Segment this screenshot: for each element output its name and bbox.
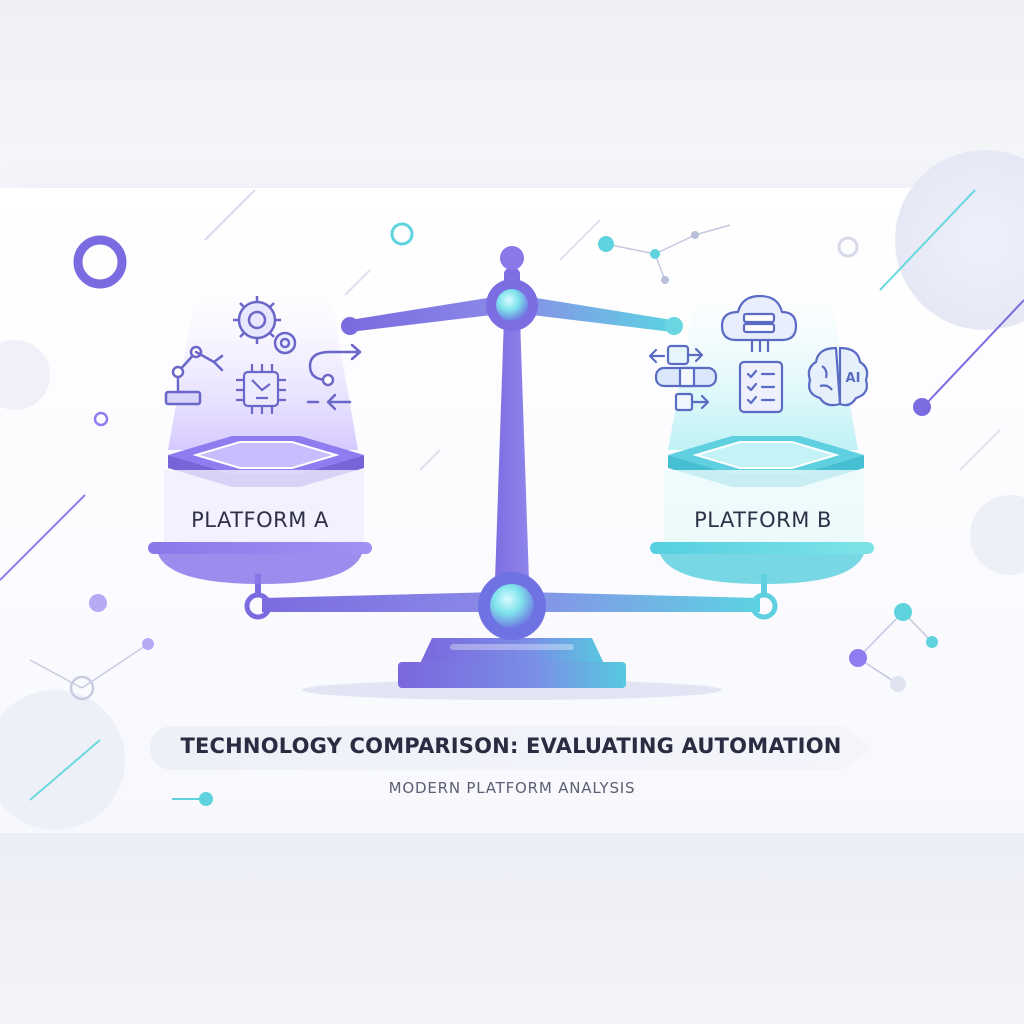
decor-dot — [849, 649, 867, 667]
main-title: TECHNOLOGY COMPARISON: EVALUATING AUTOMA… — [180, 734, 842, 758]
scale-top-hub-knob — [496, 289, 528, 321]
decor-line — [924, 299, 1024, 406]
decor-line — [559, 219, 601, 261]
decor-line — [344, 269, 371, 296]
scale-base — [398, 638, 626, 688]
bottom-background-band — [0, 833, 1024, 1024]
gear-icon — [233, 296, 297, 355]
decor-ring — [837, 236, 859, 258]
subtitle: MODERN PLATFORM ANALYSIS — [388, 779, 636, 797]
platform-b-pan-bowl — [660, 554, 864, 584]
platform-b-tray-top — [692, 441, 840, 469]
decor-bubble — [970, 495, 1024, 575]
decor-dot — [142, 638, 154, 650]
scale-pole — [494, 318, 530, 610]
title-banner — [150, 726, 872, 770]
decor-ring — [390, 222, 414, 246]
decor-line — [204, 189, 256, 241]
decor-bubble — [0, 690, 125, 830]
decor-dot — [926, 636, 938, 648]
ai-brain-label: AI — [846, 371, 861, 386]
platform-b-pan — [650, 436, 874, 584]
pipeline-icon — [648, 344, 718, 412]
platform-b-column — [664, 470, 864, 542]
scale-lower-hub-knob — [490, 584, 534, 628]
decor-dot — [890, 676, 906, 692]
decor-ring — [69, 675, 95, 701]
decor-dot — [913, 398, 931, 416]
background-decorations — [0, 150, 1024, 830]
network-graph-top — [605, 224, 731, 281]
decor-dot — [199, 792, 213, 806]
decor-ring — [73, 235, 127, 289]
decor-dot — [661, 276, 669, 284]
platform-a-column — [164, 470, 364, 542]
cloud-server-icon — [720, 294, 798, 352]
decor-dot — [598, 236, 614, 252]
beam-end-right — [665, 317, 683, 335]
decor-dot — [650, 249, 660, 259]
decor-ring — [93, 411, 109, 427]
decor-line — [419, 449, 441, 471]
decor-line — [879, 189, 976, 291]
platform-a-tray-top — [192, 441, 340, 469]
decor-line — [959, 429, 1001, 471]
platform-b-label: PLATFORM B — [694, 508, 832, 532]
decor-dot — [89, 594, 107, 612]
platform-a-pan-bowl — [158, 554, 362, 584]
decor-line — [0, 494, 86, 581]
decor-line — [29, 739, 101, 801]
top-background-band — [0, 0, 1024, 188]
workflow-arrows-icon — [306, 343, 362, 411]
platform-b-pan-rim — [650, 542, 874, 554]
decor-bubble — [895, 150, 1024, 330]
robot-arm-icon — [164, 345, 224, 406]
decor-dot — [894, 603, 912, 621]
network-graph-bottom — [857, 611, 933, 685]
platform-a-pan-rim — [148, 542, 372, 554]
chip-icon — [236, 364, 286, 414]
platform-a-label: PLATFORM A — [191, 508, 329, 532]
network-graph-left — [29, 643, 149, 689]
platform-a-pan — [148, 436, 372, 584]
beam-end-left — [341, 317, 359, 335]
scale-finial-knob — [500, 246, 524, 270]
ai-brain-icon — [807, 346, 869, 407]
decor-dot — [691, 231, 699, 239]
checklist-icon — [738, 360, 784, 414]
decor-bubble — [0, 340, 50, 410]
